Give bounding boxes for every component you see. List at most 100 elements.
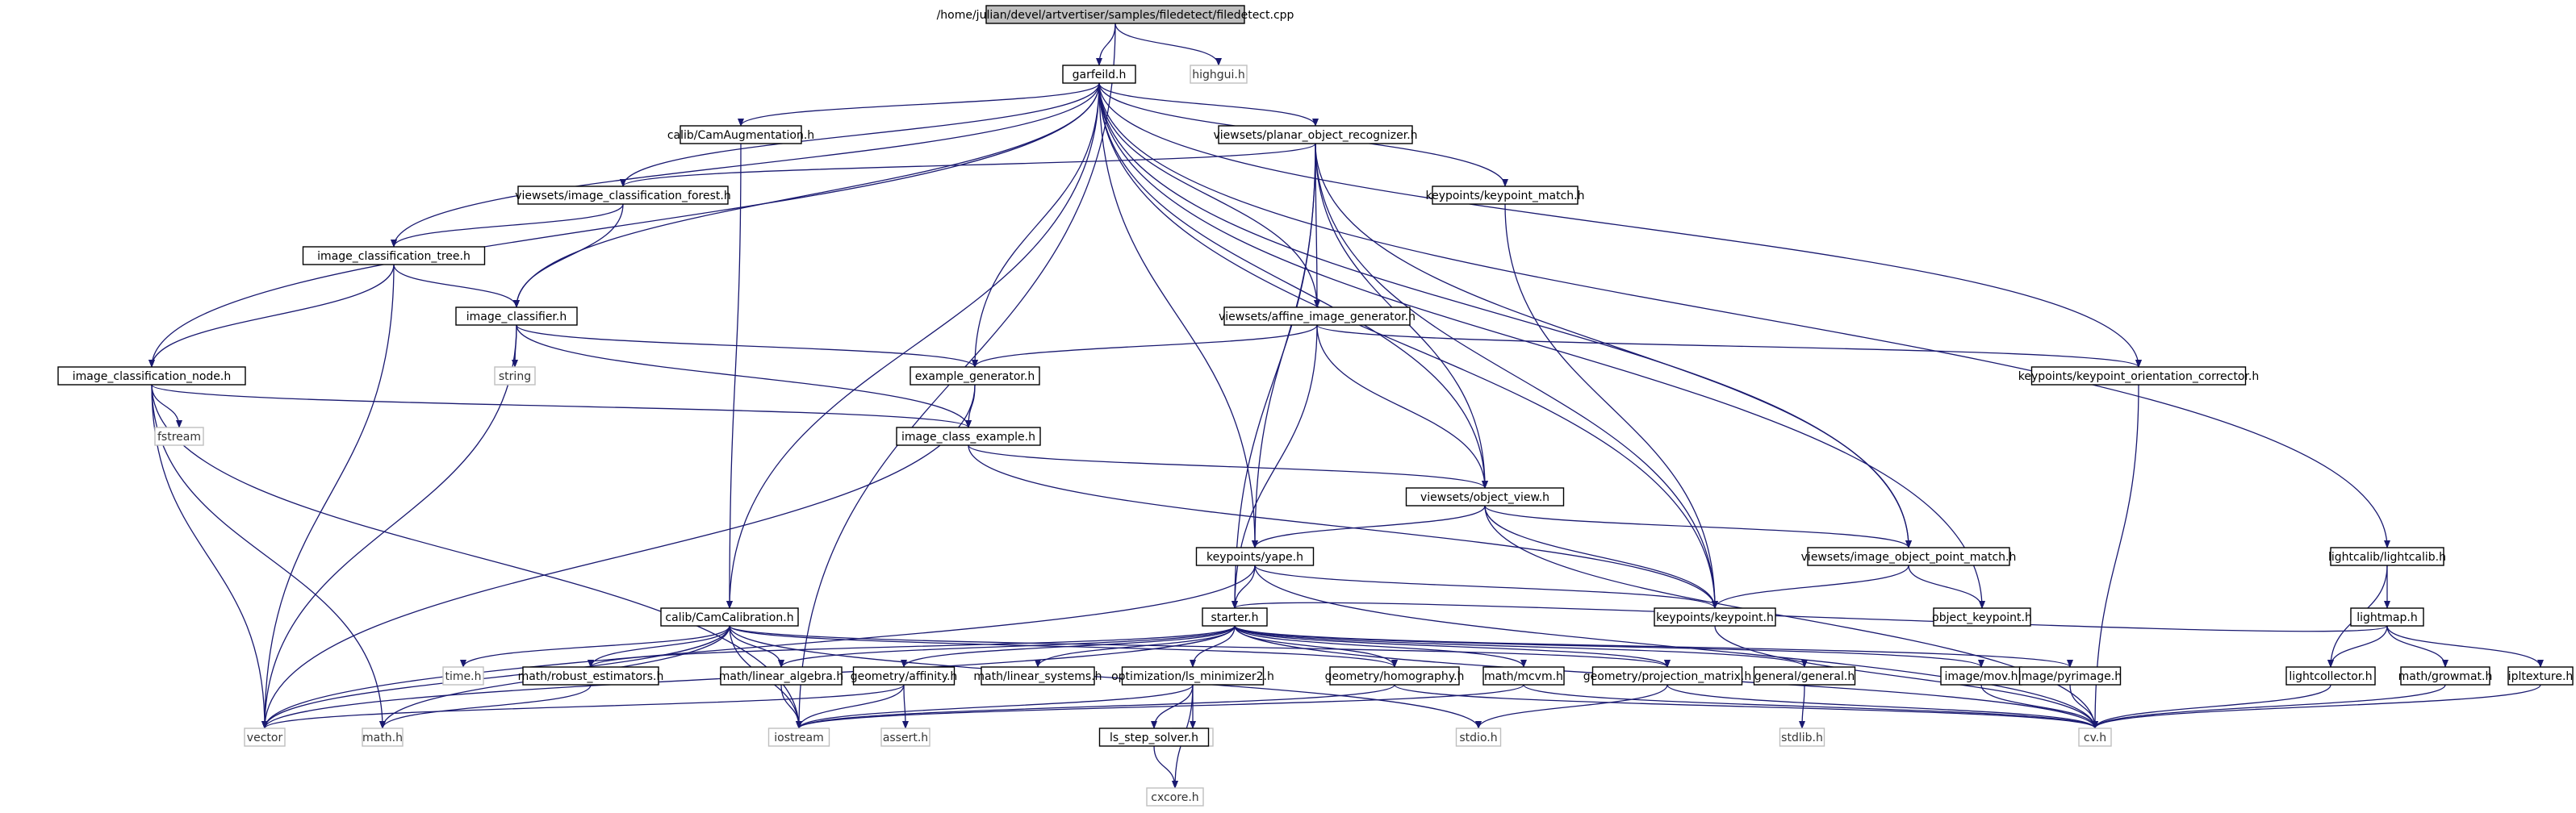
node-linsys[interactable]: math/linear_systems.h <box>973 666 1102 686</box>
node-general[interactable]: general/general.h <box>1753 666 1856 686</box>
node-yape[interactable]: keypoints/yape.h <box>1195 547 1315 566</box>
edge-lightmap-to-lcollector <box>2327 625 2388 668</box>
node-ipltex[interactable]: ipltexture.h <box>2507 666 2574 686</box>
node-box-iostream <box>767 728 830 747</box>
node-box-lsstep <box>1098 728 1210 747</box>
node-kpmatch[interactable]: keypoints/keypoint_match.h <box>1425 186 1585 205</box>
edge-planar-to-keypoint <box>1315 143 1718 609</box>
node-box-general <box>1753 666 1856 686</box>
edge-icforest-to-iclassifier <box>513 203 624 308</box>
node-robust[interactable]: math/robust_estimators.h <box>518 666 664 686</box>
edge-garfeild-to-affine <box>1098 82 1320 308</box>
edge-icexample-to-objview <box>968 444 1488 489</box>
node-box-highgui <box>1190 65 1248 84</box>
edge-affine-to-objview <box>1316 324 1488 489</box>
edge-kpmatch-to-keypoint <box>1504 203 1718 609</box>
edge-yape-to-starter <box>1232 565 1256 609</box>
node-box-iclassifier <box>455 306 578 326</box>
node-label-affinity: geometry/affinity.h <box>851 670 958 683</box>
node-iclassifier[interactable]: image_classifier.h <box>455 306 578 326</box>
node-box-stdlib <box>1779 728 1825 747</box>
node-example[interactable]: example_generator.h <box>910 366 1040 386</box>
node-linalg[interactable]: math/linear_algebra.h <box>719 666 843 686</box>
node-label-cvh: cv.h <box>2084 732 2106 744</box>
node-homog[interactable]: geometry/homography.h <box>1325 666 1465 686</box>
node-box-affine <box>1223 306 1411 326</box>
edge-starter-to-general <box>1234 625 1808 668</box>
edge-robust-to-mathh <box>379 684 592 729</box>
node-objview[interactable]: viewsets/object_view.h <box>1405 487 1565 507</box>
edge-lightmap-to-growmat <box>2386 625 2448 668</box>
edge-garfeild-to-example <box>972 82 1100 368</box>
node-icforest[interactable]: viewsets/image_classification_forest.h <box>515 186 731 205</box>
node-icexample[interactable]: image_class_example.h <box>896 427 1041 446</box>
edge-objview-to-cvh <box>1484 505 2098 729</box>
edge-root-to-highgui <box>1114 23 1222 66</box>
node-label-objkp: object_keypoint.h <box>1932 611 2032 624</box>
node-garfeild[interactable]: garfeild.h <box>1062 65 1136 84</box>
node-starter[interactable]: starter.h <box>1202 607 1268 627</box>
node-box-kporient <box>2030 366 2247 386</box>
node-planar[interactable]: viewsets/planar_object_recognizer.h <box>1213 125 1418 144</box>
node-imov[interactable]: image/mov.h <box>1940 666 2022 686</box>
node-label-icnode: image_classification_node.h <box>73 370 231 383</box>
edge-iclassifier-to-example <box>516 324 978 368</box>
node-label-homog: geometry/homography.h <box>1325 670 1465 683</box>
edge-icexample-to-keypoint <box>968 444 1718 609</box>
node-objkp[interactable]: object_keypoint.h <box>1932 607 2032 627</box>
node-layer: /home/julian/devel/artvertiser/samples/f… <box>57 5 2574 807</box>
edge-camcal-to-stdio <box>729 625 1482 729</box>
node-icnode[interactable]: image_classification_node.h <box>57 366 246 386</box>
node-label-lightmap: lightmap.h <box>2356 611 2417 624</box>
node-label-objview: viewsets/object_view.h <box>1420 491 1549 504</box>
node-lightcalib[interactable]: lightcalib/lightcalib.h <box>2328 547 2446 566</box>
node-box-mcvm <box>1482 666 1565 686</box>
node-label-lightcalib: lightcalib/lightcalib.h <box>2328 551 2446 564</box>
node-box-cvh <box>2078 728 2112 747</box>
node-lightmap[interactable]: lightmap.h <box>2350 607 2424 627</box>
node-label-affine: viewsets/affine_image_generator.h <box>1219 311 1416 323</box>
node-camcal[interactable]: calib/CamCalibration.h <box>660 607 799 627</box>
node-kporient[interactable]: keypoints/keypoint_orientation_corrector… <box>2018 366 2259 386</box>
node-mathh: math.h <box>362 728 404 747</box>
edge-garfeild-to-icnode <box>148 82 1100 368</box>
node-box-linalg <box>720 666 843 686</box>
node-box-growmat <box>2400 666 2490 686</box>
node-iopm[interactable]: viewsets/image_object_point_match.h <box>1801 547 2017 566</box>
node-growmat[interactable]: math/growmat.h <box>2398 666 2493 686</box>
node-box-ipyr <box>2018 666 2122 686</box>
edge-affinity-to-assert <box>901 684 909 729</box>
edge-camcal-to-vector <box>261 625 730 729</box>
edge-affine-to-kporient <box>1316 324 2142 368</box>
edge-iopm-to-keypoint <box>1712 565 1909 609</box>
node-keypoint[interactable]: keypoints/keypoint.h <box>1654 607 1776 627</box>
node-lcollector[interactable]: lightcollector.h <box>2285 666 2376 686</box>
node-label-lsstep: ls_step_solver.h <box>1110 732 1198 744</box>
node-box-iopm <box>1807 547 2010 566</box>
node-label-highgui: highgui.h <box>1192 69 1245 81</box>
node-affinity[interactable]: geometry/affinity.h <box>851 666 958 686</box>
node-lsmin[interactable]: optimization/ls_minimizer2.h <box>1111 666 1274 686</box>
edge-planar-to-starter <box>1232 143 1316 609</box>
node-root[interactable]: /home/julian/devel/artvertiser/samples/f… <box>937 5 1294 24</box>
node-label-iopm: viewsets/image_object_point_match.h <box>1801 551 2017 564</box>
node-box-camaug <box>680 125 802 144</box>
edge-starter-to-mcvm <box>1234 625 1527 668</box>
edge-objview-to-keypoint <box>1484 505 1718 609</box>
node-lsstep[interactable]: ls_step_solver.h <box>1098 728 1210 747</box>
node-affine[interactable]: viewsets/affine_image_generator.h <box>1219 306 1416 326</box>
edge-camcal-to-time <box>460 625 730 668</box>
node-label-ipyr: image/pyrimage.h <box>2018 670 2122 683</box>
node-ictree[interactable]: image_classification_tree.h <box>302 246 486 265</box>
edge-starter-to-affinity <box>901 625 1236 668</box>
node-label-example: example_generator.h <box>915 370 1035 383</box>
node-camaug[interactable]: calib/CamAugmentation.h <box>667 125 814 144</box>
node-ipyr[interactable]: image/pyrimage.h <box>2018 666 2122 686</box>
node-box-mathh <box>362 728 404 747</box>
node-box-affinity <box>852 666 956 686</box>
node-projmat[interactable]: geometry/projection_matrix.h <box>1583 666 1751 686</box>
node-label-projmat: geometry/projection_matrix.h <box>1583 670 1751 683</box>
node-box-objview <box>1405 487 1565 507</box>
node-mcvm[interactable]: math/mcvm.h <box>1482 666 1565 686</box>
edge-projmat-to-stdio <box>1475 684 1668 729</box>
